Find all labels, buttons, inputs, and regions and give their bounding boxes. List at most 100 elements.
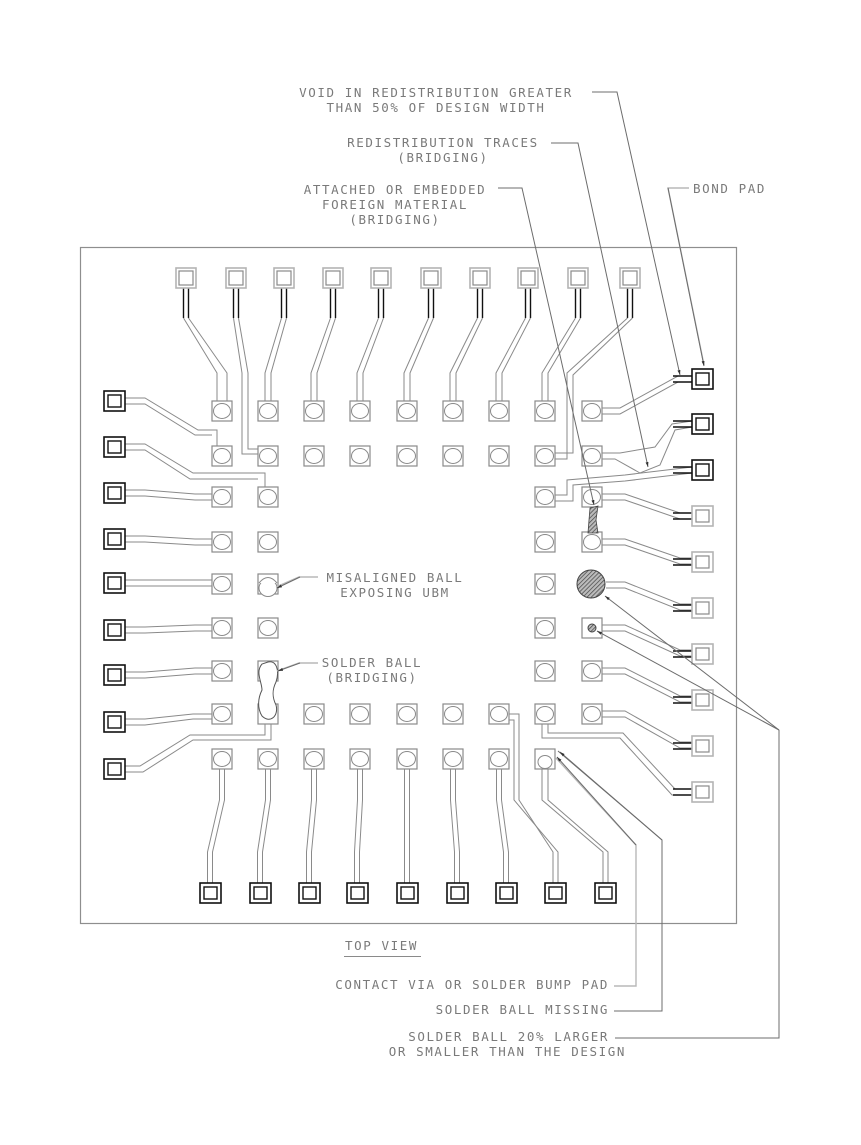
- bond-pad-inner: [622, 270, 638, 286]
- bond-pad-right: [691, 505, 714, 527]
- solder-ball-pad: [534, 617, 556, 639]
- solder-ball-pad: [257, 748, 279, 770]
- trace: [403, 317, 434, 401]
- solder-ball-array: [211, 400, 603, 770]
- bond-pad-inner: [276, 270, 292, 286]
- trace: [602, 420, 693, 474]
- bond-pad-top: [420, 267, 442, 289]
- callout-size: SOLDER BALL 20% LARGER OR SMALLER THAN T…: [389, 1029, 626, 1059]
- trace: [125, 489, 212, 501]
- trace-edge: [238, 317, 258, 450]
- trace-edge: [257, 769, 266, 883]
- solder-ball: [490, 403, 508, 419]
- trace-edge: [403, 317, 429, 401]
- trace: [207, 769, 225, 883]
- trace-edge: [602, 493, 692, 514]
- bond-pad-left: [103, 758, 126, 780]
- solder-ball: [213, 448, 231, 464]
- trace: [125, 667, 212, 679]
- trace-edge: [356, 317, 379, 401]
- bond-pad-left: [103, 482, 126, 504]
- bond-pad-top: [225, 267, 247, 289]
- trace: [602, 624, 692, 657]
- undersized-solder-ball: [587, 623, 597, 633]
- callout-traces-line1: REDISTRIBUTION TRACES: [347, 135, 539, 150]
- solder-ball: [213, 489, 231, 505]
- solder-ball: [213, 751, 231, 767]
- bond-pad-inner: [695, 417, 710, 431]
- solder-ball: [536, 576, 554, 592]
- solder-ball: [490, 751, 508, 767]
- trace-edge: [125, 403, 212, 436]
- solder-ball: [259, 751, 277, 767]
- trace: [310, 317, 336, 401]
- trace-edge: [501, 769, 509, 883]
- solder-ball: [305, 706, 323, 722]
- bond-pad-bottom: [346, 882, 369, 904]
- trace-top: [524, 288, 532, 318]
- trace-edge: [310, 317, 331, 401]
- solder-ball-pad: [534, 703, 556, 725]
- trace: [450, 769, 460, 883]
- trace-edge: [547, 769, 609, 883]
- solder-ball: [259, 489, 277, 505]
- trace: [257, 769, 271, 883]
- bond-pad-left: [103, 664, 126, 686]
- solder-ball: [351, 706, 369, 722]
- solder-ball: [305, 403, 323, 419]
- leader-traces: [551, 142, 649, 468]
- trace: [125, 535, 212, 546]
- trace-edge: [496, 769, 504, 883]
- trace-top: [377, 288, 385, 318]
- trace: [125, 397, 218, 446]
- solder-ball: [536, 448, 554, 464]
- trace-edge: [125, 718, 212, 726]
- solder-ball-pad: [488, 748, 510, 770]
- redistribution-traces: [125, 288, 693, 883]
- trace-edge: [602, 426, 693, 474]
- bond-pad-bottom: [298, 882, 321, 904]
- solder-ball: [583, 663, 601, 679]
- trace: [509, 713, 559, 883]
- bond-pad-inner: [695, 647, 710, 661]
- trace-edge: [509, 713, 554, 883]
- solder-ball-pad: [349, 445, 371, 467]
- trace: [495, 317, 531, 401]
- bond-pad-inner: [695, 785, 710, 799]
- trace-edge: [602, 375, 692, 409]
- trace-edge: [495, 317, 526, 401]
- solder-ball: [536, 620, 554, 636]
- solder-ball-pad: [534, 573, 556, 595]
- callout-size-line2: OR SMALLER THAN THE DESIGN: [389, 1044, 626, 1059]
- solder-ball-pad: [211, 486, 233, 508]
- solder-ball-pad: [534, 400, 556, 422]
- trace: [356, 317, 384, 401]
- bond-pad-inner: [570, 270, 586, 286]
- solder-ball-pad: [442, 703, 464, 725]
- leader-foreign: [498, 187, 595, 506]
- trace: [125, 724, 272, 773]
- leader-solder-bridge: [277, 662, 301, 672]
- solder-ball: [444, 706, 462, 722]
- trace-edge: [602, 630, 692, 657]
- callout-bond-pad: BOND PAD: [693, 181, 766, 196]
- bond-pad-left: [103, 619, 126, 641]
- trace-edge: [188, 317, 228, 401]
- trace: [125, 624, 212, 634]
- solder-ball-pad: [211, 703, 233, 725]
- callout-misaligned: MISALIGNED BALL EXPOSING UBM: [327, 570, 462, 600]
- trace-edge: [125, 724, 266, 767]
- trace-edge: [125, 724, 272, 773]
- trace-edge: [212, 769, 225, 883]
- bond-pad-left: [103, 390, 126, 412]
- solder-ball-pad: [534, 486, 556, 508]
- trace: [541, 317, 581, 401]
- trace: [125, 713, 212, 726]
- solder-ball-pad: [442, 400, 464, 422]
- foreign-material: [587, 505, 599, 534]
- solder-ball-pad: [349, 703, 371, 725]
- bond-pad-inner: [548, 886, 563, 900]
- bond-pad-top: [322, 267, 344, 289]
- solder-ball-pad: [396, 445, 418, 467]
- solder-ball-pad: [349, 400, 371, 422]
